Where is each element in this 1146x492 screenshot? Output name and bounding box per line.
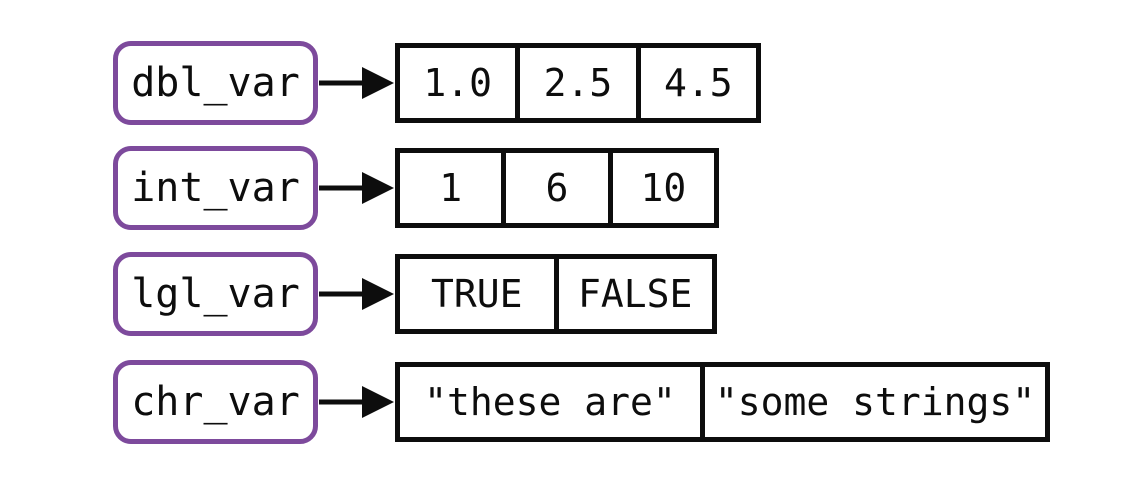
vector-cell: 6 [501,153,607,223]
variable-box-lgl-var: lgl_var [113,252,318,336]
variable-name-dbl-var: dbl_var [131,60,300,106]
arrow-icon [319,278,394,310]
vector-cell: "these are" [424,380,676,424]
variable-box-dbl-var: dbl_var [113,41,318,125]
row-lgl-var: lgl_var TRUE FALSE [113,252,717,336]
variable-box-chr-var: chr_var [113,360,318,444]
vector-cells-int-var: 1 6 10 [395,148,719,228]
vector-cell: TRUE [430,272,523,316]
arrow-icon [319,172,394,204]
variable-box-int-var: int_var [113,146,318,230]
variable-name-chr-var: chr_var [131,379,300,425]
arrow-icon [319,67,394,99]
vector-cell: 10 [607,153,714,223]
vector-cell: 4.5 [635,48,756,118]
row-int-var: int_var 1 6 10 [113,146,719,230]
vector-cell: 1 [439,166,463,210]
variable-name-int-var: int_var [131,165,300,211]
variable-name-lgl-var: lgl_var [131,271,300,317]
vector-cells-lgl-var: TRUE FALSE [395,254,717,334]
vector-cells-dbl-var: 1.0 2.5 4.5 [395,43,761,123]
vector-cell: 1.0 [423,61,492,105]
arrow-icon [319,386,394,418]
vector-cell: "some strings" [699,367,1045,437]
vector-cell: 2.5 [515,48,635,118]
row-dbl-var: dbl_var 1.0 2.5 4.5 [113,41,761,125]
row-chr-var: chr_var "these are" "some strings" [113,360,1050,444]
vector-cells-chr-var: "these are" "some strings" [395,362,1050,442]
vector-cell: FALSE [553,259,713,329]
